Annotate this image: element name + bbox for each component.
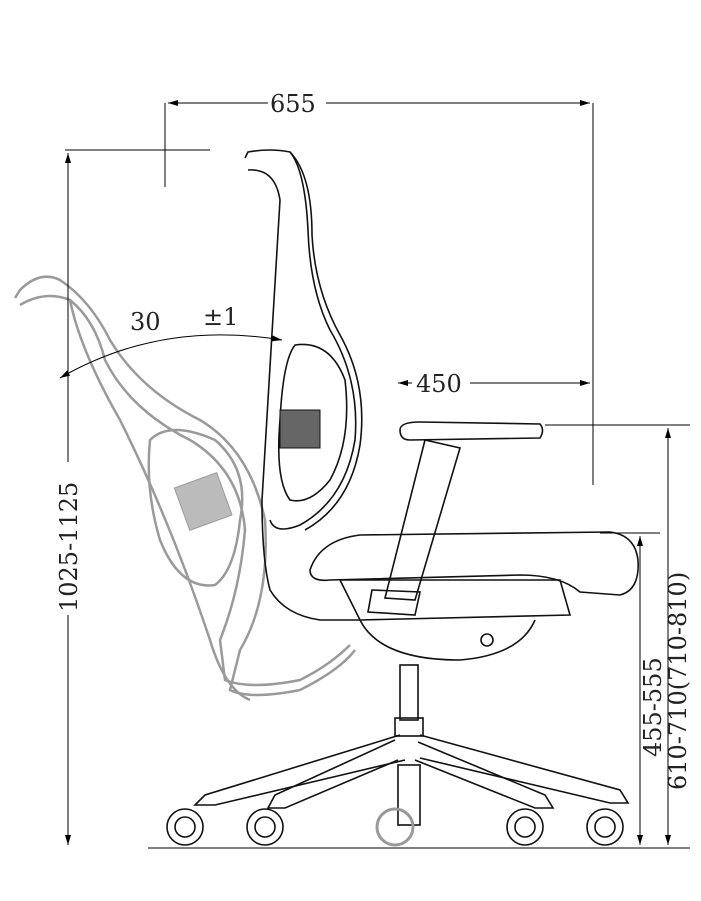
seat-height-label: 455-555 <box>639 657 667 757</box>
overall-height-label: 1025-1125 <box>55 482 83 612</box>
armrest-height-label: 610-710(710-810) <box>664 572 692 790</box>
backrest <box>244 149 363 621</box>
overall-depth-label: 655 <box>270 90 316 118</box>
dimension-lines <box>59 100 690 849</box>
base <box>166 664 630 847</box>
armrest-depth-label: 450 <box>416 370 462 398</box>
seat <box>309 531 639 661</box>
recline-angle-label: 30 <box>130 308 161 336</box>
armrest <box>367 421 544 616</box>
recline-tolerance-label: ±1 <box>203 303 238 331</box>
